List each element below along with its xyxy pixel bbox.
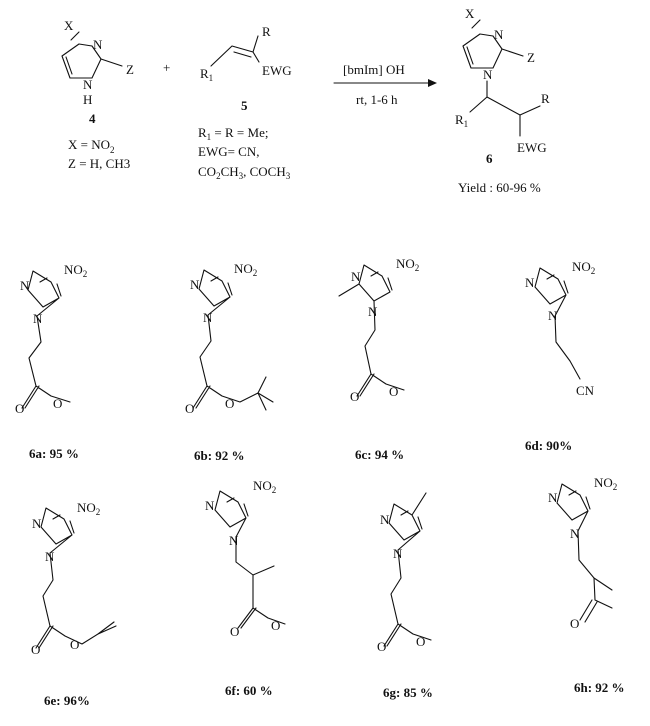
compound-6g-label: 6g: 85 % [383,685,433,700]
compound-6b-o-carbonyl: O [185,401,194,416]
compound-6h-o-carbonyl: O [570,616,579,631]
compound-6a-o-ester: O [53,396,62,411]
compound-6f-o-ester: O [271,618,280,633]
compound-6g-n1: N [393,546,403,561]
reaction-arrow: [bmIm] OH rt, 1-6 h [333,62,437,107]
compound-6f: NO2 N N O O 6f: 60 % [205,478,286,698]
compound-6b-label: 6b: 92 % [194,448,245,463]
reactant-5-ewg-list: CO2CH3, COCH3 [198,164,291,181]
plus-sign: + [163,60,170,75]
compound-6b-n1: N [203,310,213,325]
compound-6b-o-ester: O [225,396,234,411]
reactant-4-z-def: Z = H, CH3 [68,156,130,171]
reactant-5-number: 5 [241,98,248,113]
compound-6b-no2: NO2 [234,261,257,278]
compound-6e-n1: N [45,549,55,564]
compound-6e-n3: N [32,516,42,531]
compound-6h: NO2 N N O 6h: 92 % [548,475,625,695]
compound-6a-label: 6a: 95 % [29,446,79,461]
compound-6f-n3: N [205,498,215,513]
compound-6c-label: 6c: 94 % [355,447,404,462]
reactant-5-r: R [262,24,271,39]
compound-6a-n1: N [33,311,43,326]
compound-6a-o-carbonyl: O [15,401,24,416]
compound-6d-n1: N [548,308,558,323]
arrow-conditions: rt, 1-6 h [356,92,398,107]
compound-6b: NO2 N N O O 6b: 92 % [185,261,274,463]
compound-6e-o-carbonyl: O [31,642,40,657]
compound-6c-n3: N [351,269,361,284]
compound-6d-cn: CN [576,383,595,398]
compound-6h-n3: N [548,490,558,505]
compound-6g-o-ester: O [416,634,425,649]
compound-6a-n3: N [20,278,30,293]
compound-6d-no2: NO2 [572,259,595,276]
product-6-z: Z [527,50,535,65]
compound-6b-n3: N [190,277,200,292]
compound-6f-o-carbonyl: O [230,624,239,639]
reactant-4-structure: X N N H Z 4 X = NO2 Z = H, CH3 [61,18,134,171]
product-6-r: R [541,91,550,106]
compound-6a-no2: NO2 [64,262,87,279]
product-6-r1: R1 [455,112,468,129]
reactant-5-structure: R1 R EWG 5 R1 = R = Me; EWG= CN, CO2CH3,… [198,24,292,181]
compound-6c-o-carbonyl: O [350,389,359,404]
compound-6c-o-ester: O [389,384,398,399]
compound-6e-no2: NO2 [77,500,100,517]
compound-6a: NO2 N N O O 6a: 95 % [15,262,87,461]
compound-6c: NO2 N N O O 6c: 94 % [338,256,419,462]
reactant-4-nh: N [83,77,93,92]
compound-6g-n3: N [380,512,390,527]
compound-6d-label: 6d: 90% [525,438,572,453]
reactant-4-x-def: X = NO2 [68,137,115,155]
compound-6h-no2: NO2 [594,475,617,492]
compound-6c-no2: NO2 [396,256,419,273]
product-6-ewg: EWG [517,140,547,155]
reactant-4-number: 4 [89,111,96,126]
reactant-5-ewg: EWG [262,63,292,78]
compound-6f-no2: NO2 [253,478,276,495]
compound-6c-n1: N [368,304,378,319]
compound-6e-o-ester: O [70,637,79,652]
compound-6f-n1: N [229,533,239,548]
product-6-x: X [465,6,475,21]
compound-6d-n3: N [525,275,535,290]
reactant-4-n: N [93,37,103,52]
reactant-5-r1: R1 [200,66,213,83]
reactant-5-r-def: R1 = R = Me; [198,125,268,142]
product-6-number: 6 [486,151,493,166]
arrow-reagent: [bmIm] OH [343,62,405,77]
reactant-4-x: X [64,18,74,33]
compound-6e-label: 6e: 96% [44,693,90,708]
reactant-5-ewg-def: EWG= CN, [198,144,260,159]
compound-6f-label: 6f: 60 % [225,683,273,698]
product-6-n-bottom: N [483,67,493,82]
product-6-n-top: N [494,27,504,42]
compound-6g-o-carbonyl: O [377,639,386,654]
reactant-4-z: Z [126,62,134,77]
product-6-structure: X N N Z R1 R EWG 6 Yield : 60-96 % [455,6,550,195]
compound-6d: NO2 N N CN 6d: 90% [525,259,595,453]
compound-6h-label: 6h: 92 % [574,680,625,695]
compound-6h-n1: N [570,526,580,541]
product-6-yield: Yield : 60-96 % [458,180,541,195]
compound-6e: NO2 N N O O 6e: 96% [31,500,117,708]
compound-6g: N N O O 6g: 85 % [377,492,433,700]
reactant-4-h: H [83,92,92,107]
